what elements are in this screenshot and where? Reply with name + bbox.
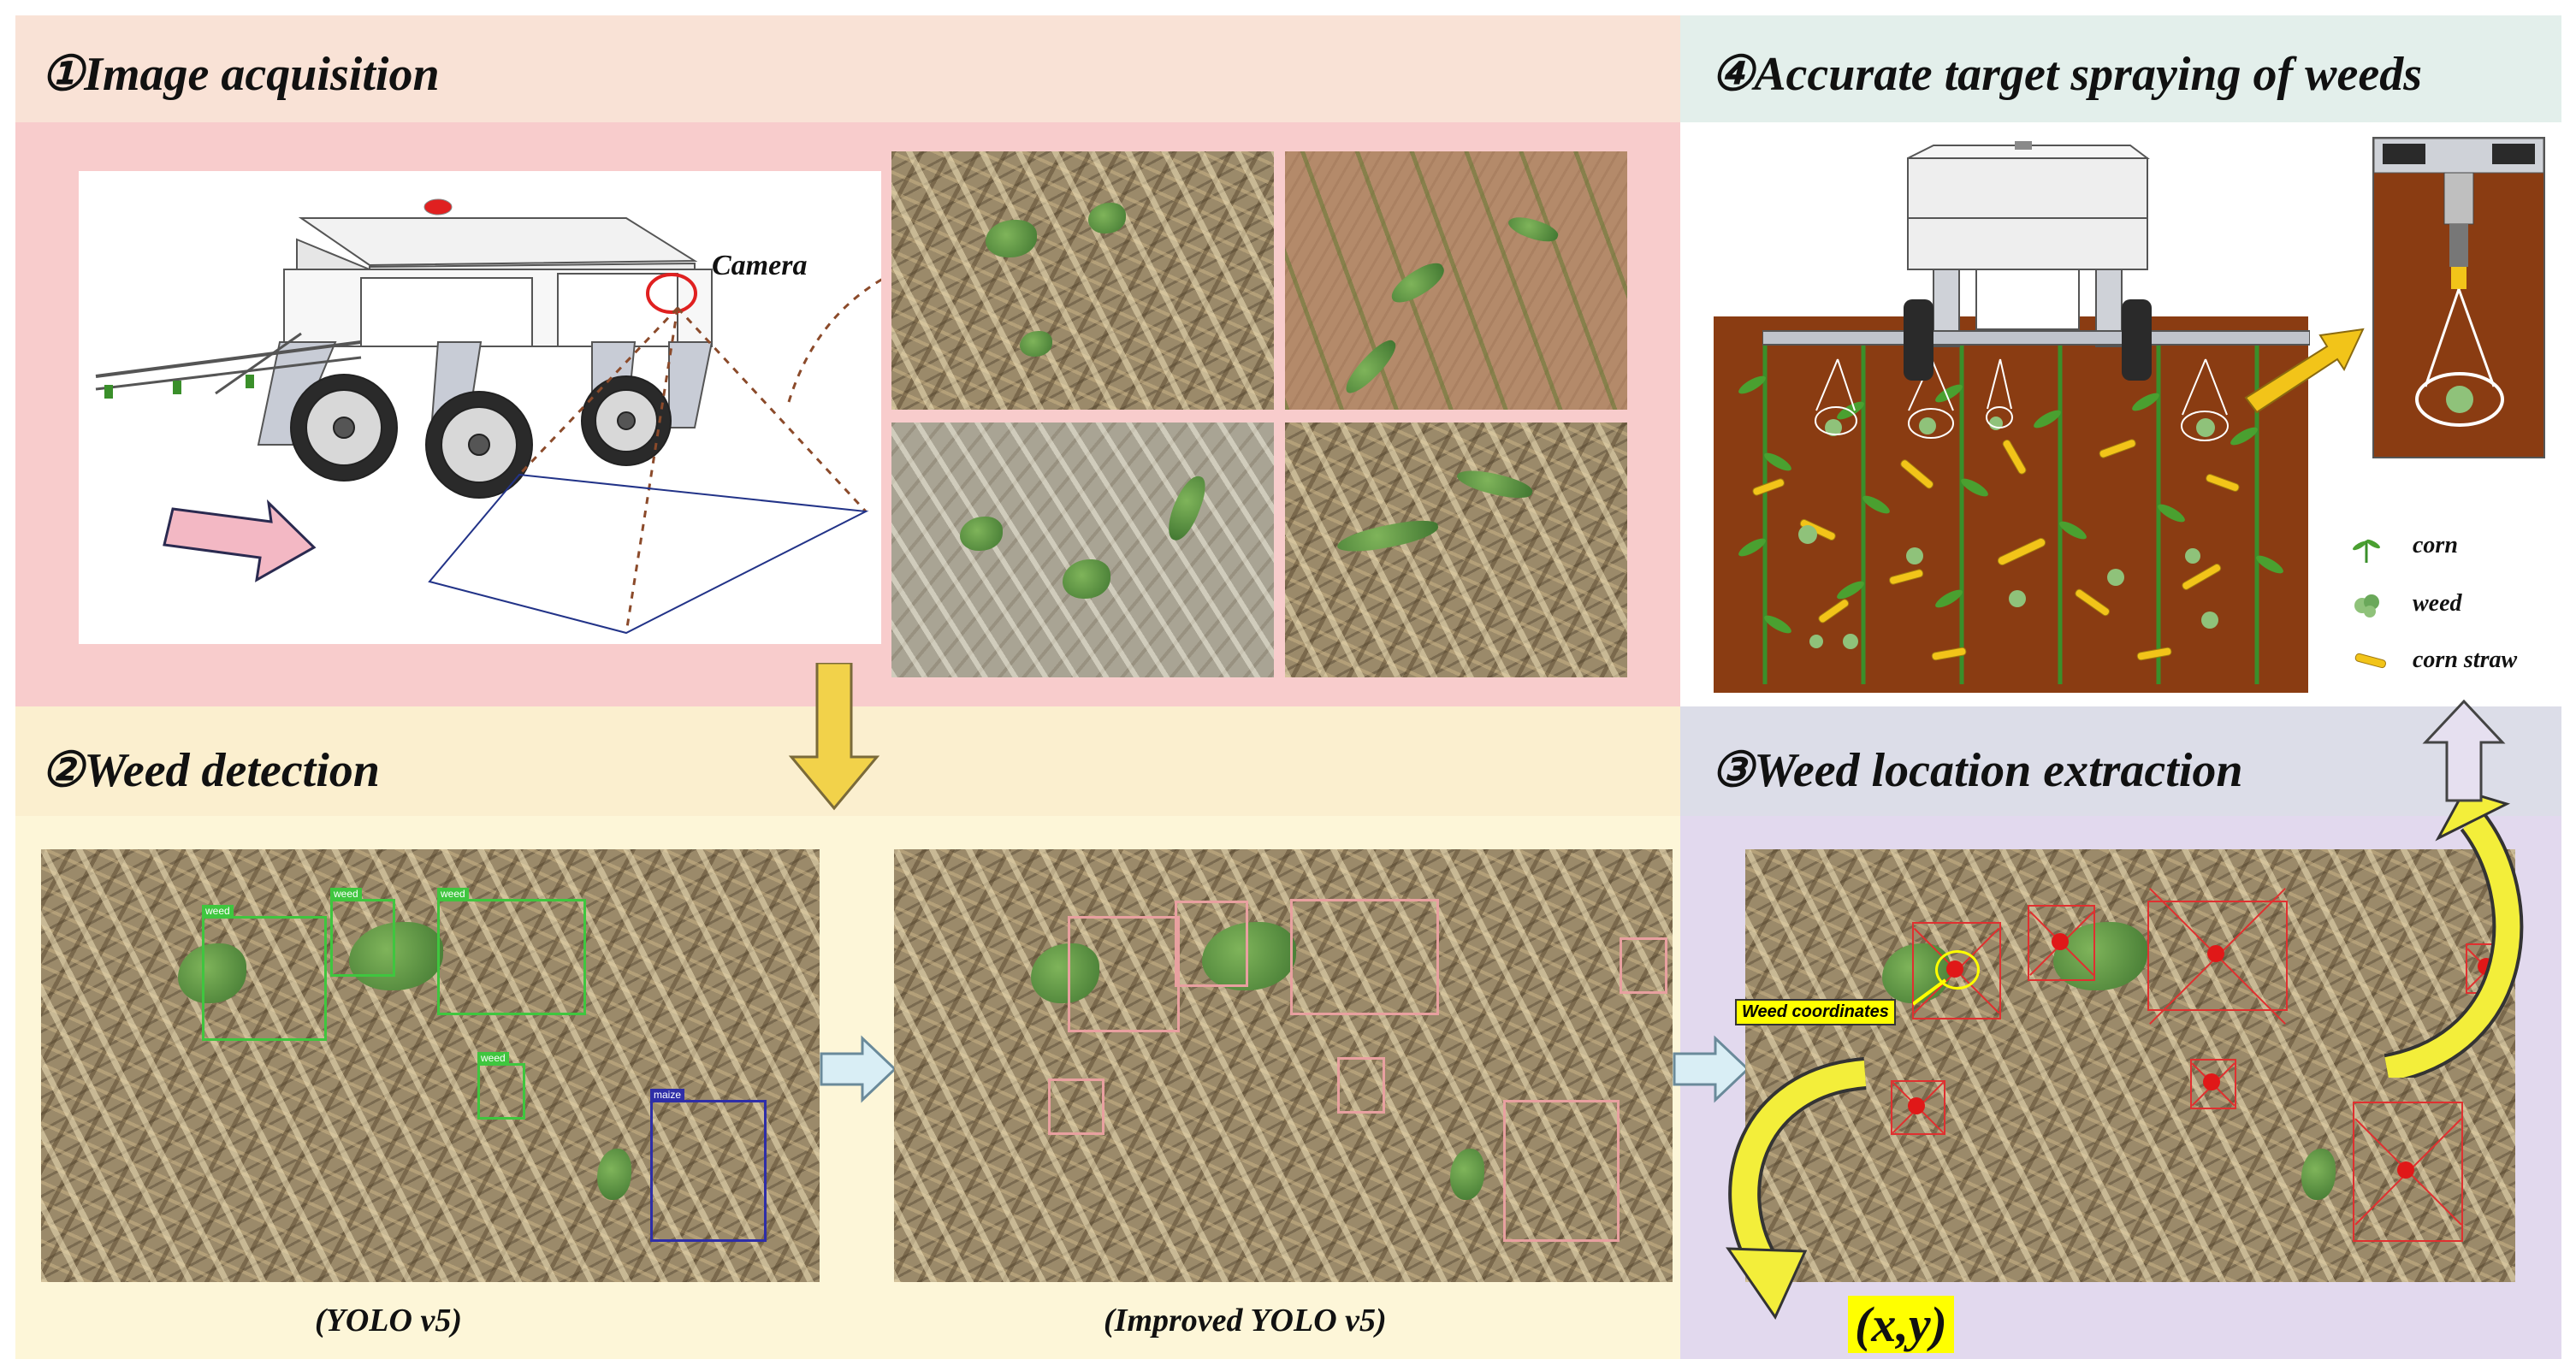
ground-footprint [428, 473, 869, 635]
legend: corn weed corn straw [2351, 522, 2556, 693]
weed-center-dot [2203, 1073, 2220, 1090]
detection-title: ②Weed detection [41, 744, 380, 797]
corn-leaves [1738, 375, 2283, 634]
spraying-title-band [1680, 15, 2561, 122]
right-arrow-1 [820, 1035, 897, 1103]
legend-corn-label: corn [2413, 532, 2458, 558]
camera-label: Camera [712, 250, 808, 281]
field-photo-1 [891, 151, 1274, 410]
yolo-v5-result-image: weed weed weed weed maize [41, 849, 820, 1282]
up-curve-arrow [2384, 789, 2524, 1078]
spraying-title: ④Accurate target spraying of weeds [1711, 48, 2423, 101]
up-arrow [2422, 700, 2506, 802]
weed-center-dot [2052, 933, 2069, 950]
weed-box [1912, 922, 2001, 1019]
location-title: ③Weed location extraction [1711, 744, 2243, 797]
callout-leader-line [1913, 978, 1947, 1006]
detection-box [1620, 937, 1667, 994]
weed-center-dot [1908, 1097, 1925, 1114]
field-photo-3 [891, 423, 1274, 677]
soil-field [1714, 316, 2308, 693]
direction-arrow [163, 499, 317, 582]
weed-center-dot [2207, 945, 2224, 962]
field-photo-4 [1285, 423, 1627, 677]
caption-improved-yolo-v5: (Improved YOLO v5) [1104, 1303, 1387, 1338]
corn-icon [2351, 534, 2382, 564]
detection-box [1337, 1057, 1385, 1114]
detection-box [1175, 901, 1248, 987]
highlight-ring [1935, 950, 1980, 990]
detection-box [1503, 1100, 1620, 1242]
field-photo-2 [1285, 151, 1627, 410]
robot-drawing [95, 198, 935, 635]
weed-box [1891, 1080, 1945, 1135]
location-title-band [1680, 706, 2561, 816]
detection-box: weed [477, 1052, 525, 1120]
weed-center-dot [2397, 1161, 2414, 1179]
detection-box: weed [330, 888, 395, 977]
robot-illustration-panel: Camera [79, 171, 935, 644]
weed-icon [2351, 590, 2384, 621]
beacon [423, 198, 453, 216]
acquisition-title-band [15, 15, 1680, 122]
wheels [290, 374, 672, 499]
maize-detection-box: maize [650, 1089, 767, 1242]
improved-yolo-v5-result-image [894, 849, 1673, 1282]
detection-box: weed [437, 888, 586, 1015]
corn-straws [1752, 439, 2240, 661]
detection-box [1048, 1078, 1104, 1135]
caption-yolo-v5: (YOLO v5) [315, 1303, 462, 1338]
corn-rows [1762, 342, 2259, 684]
acquisition-title: ①Image acquisition [41, 48, 440, 101]
right-arrow-2 [1673, 1035, 1750, 1103]
weed-box [2147, 901, 2288, 1011]
detection-box [1068, 916, 1180, 1032]
weed-box [2353, 1102, 2463, 1242]
sprayer-robot [1762, 141, 2310, 381]
nozzle-zoom-inset [2372, 137, 2545, 458]
coordinates-label: (x,y) [1848, 1296, 1954, 1353]
weeds [1798, 417, 2218, 649]
corn-straw-icon [2353, 652, 2389, 671]
down-arrow [788, 663, 880, 811]
legend-weed-label: weed [2413, 590, 2462, 617]
weed-box [2190, 1059, 2236, 1109]
detection-box [1290, 899, 1439, 1015]
spray-cones [1815, 358, 2229, 441]
coordinates-curve-arrow [1726, 1057, 1867, 1321]
weed-box [2028, 905, 2095, 981]
weed-location-image [1745, 849, 2515, 1282]
legend-corn-straw-label: corn straw [2413, 647, 2518, 673]
field-plants [1738, 342, 2283, 684]
camera-marker [646, 273, 697, 314]
nozzles [104, 375, 254, 399]
weed-coordinates-callout: Weed coordinates [1735, 999, 1896, 1025]
camera-field-of-view [518, 255, 935, 634]
zoom-arrow [2244, 328, 2365, 414]
detection-box: weed [202, 905, 327, 1041]
